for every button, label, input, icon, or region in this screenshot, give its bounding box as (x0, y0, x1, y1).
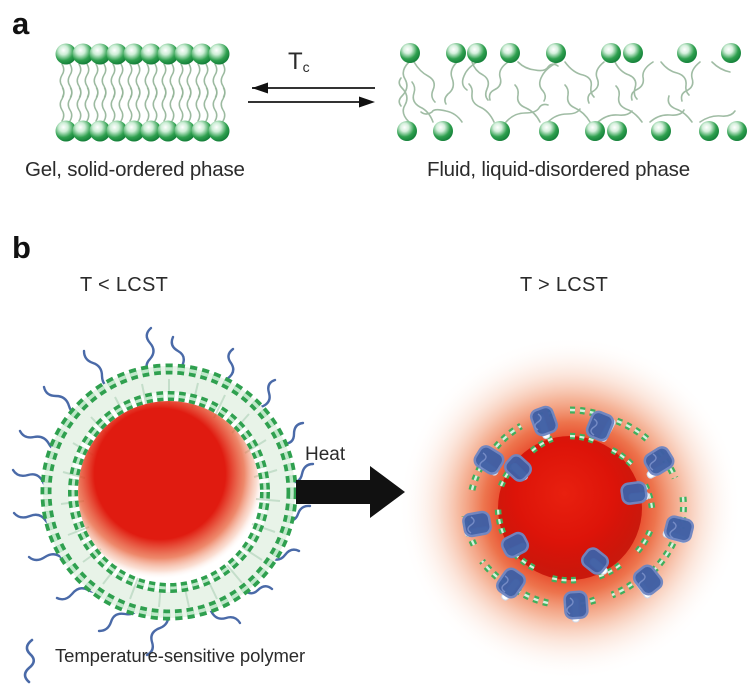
legend-polymer-icon (23, 638, 36, 684)
fluid-phase-bilayer (397, 43, 747, 141)
gel-upper-heads (55, 43, 230, 65)
tc-main: T (288, 48, 303, 75)
heat-label: Heat (305, 444, 346, 465)
transition-arrows (248, 82, 375, 108)
encapsulated-dye-core (78, 401, 260, 583)
polymer-globules-collapsed (462, 405, 695, 620)
gel-phase-caption: Gel, solid-ordered phase (25, 158, 245, 181)
gel-lower-heads (55, 120, 230, 142)
fluid-phase-caption: Fluid, liquid-disordered phase (427, 158, 690, 181)
gel-phase-bilayer (55, 43, 230, 142)
fluid-upper-heads (400, 43, 741, 63)
fluid-lower-heads (397, 121, 747, 141)
liposome-intact-cold (11, 326, 315, 657)
residual-dye-core (498, 436, 642, 580)
panel-letter-a: a (12, 6, 29, 41)
condition-label-above-lcst: T > LCST (520, 274, 609, 296)
forward-arrow (248, 96, 375, 108)
reverse-arrow (252, 82, 375, 94)
legend-label: Temperature-sensitive polymer (55, 645, 306, 666)
tc-subscript: c (302, 59, 310, 75)
liposome-leaky-hot (398, 336, 742, 680)
transition-temperature-label: Tc (288, 48, 310, 76)
condition-label-below-lcst: T < LCST (80, 274, 169, 296)
panel-letter-b: b (12, 230, 31, 265)
heat-arrow (296, 466, 405, 518)
